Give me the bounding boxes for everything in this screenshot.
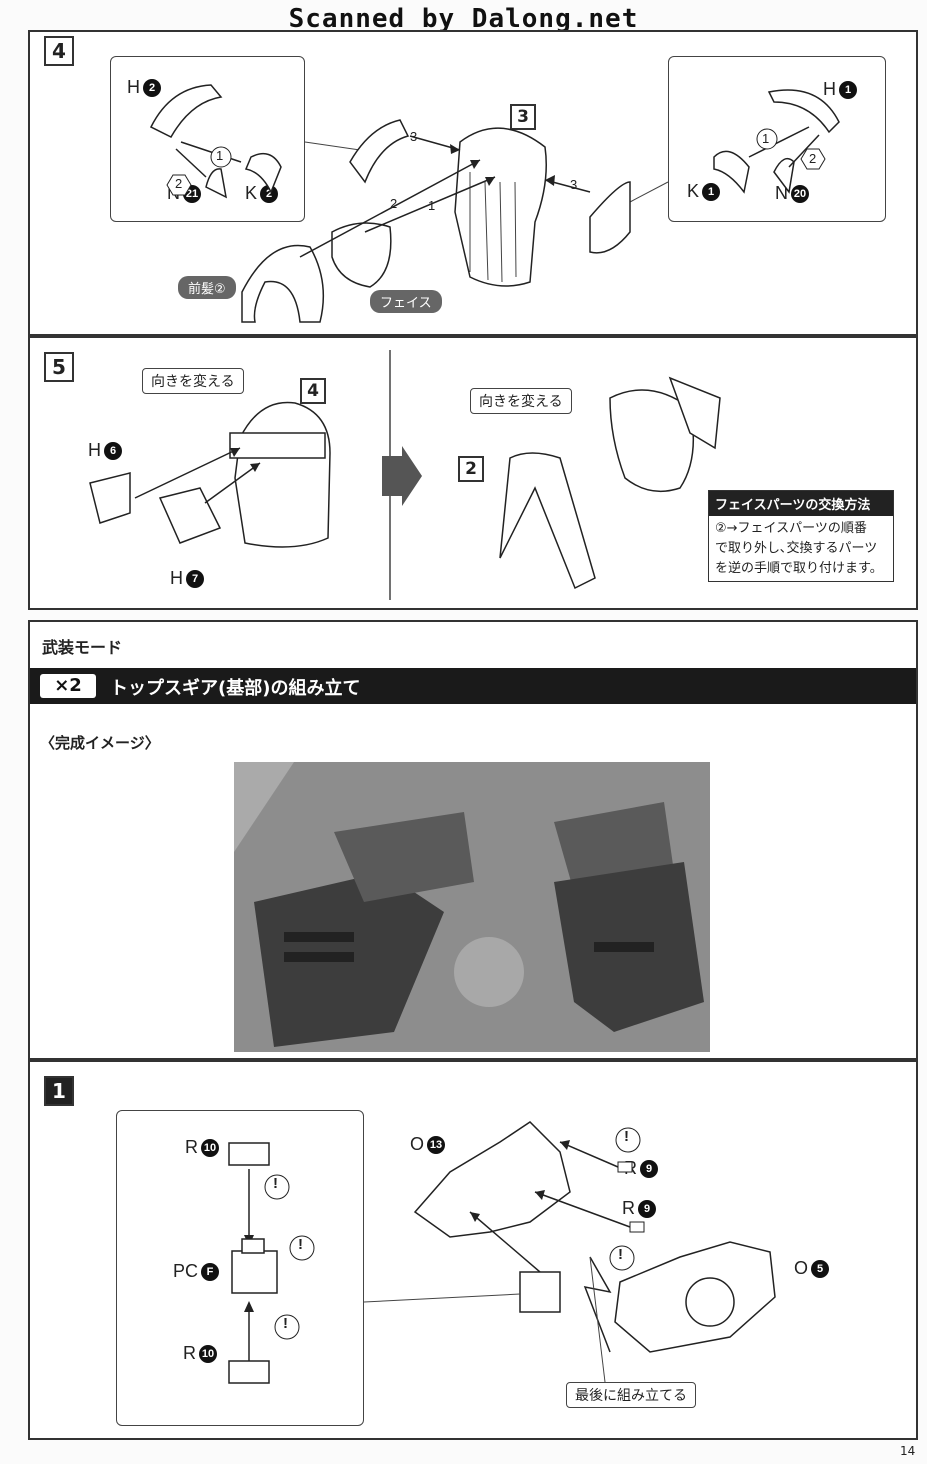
arrow-label-3-right: 3 — [570, 177, 578, 192]
face-parts-info-box: フェイスパーツの交換方法 ②→フェイスパーツの順番 で取り外し､交換するパーツ … — [708, 490, 894, 582]
warn-icon: ! — [283, 1315, 288, 1332]
warn-icon: ! — [298, 1236, 303, 1253]
seq-1-label: 1 — [216, 148, 224, 163]
mode-title: 武装モード — [42, 638, 123, 657]
step5-drawing — [89, 350, 721, 600]
callout-change-direction-right: 向きを変える — [470, 388, 572, 414]
ref-step-2: 2 — [458, 456, 484, 482]
image-label: 〈完成イメージ〉 — [40, 734, 160, 752]
pc-f-drawing — [228, 1142, 315, 1384]
seq-2-label: 2 — [175, 176, 183, 191]
count-badge: ×2 — [40, 674, 96, 698]
info-line: を逆の手順で取り付けます。 — [715, 561, 883, 576]
step4-main-drawing — [241, 119, 669, 323]
section-title-bar: ×2 トップスギア(基部)の組み立て — [30, 668, 916, 704]
arrow-label-3-left: 3 — [410, 129, 418, 144]
completed-image-photo — [234, 762, 710, 1052]
step-4-panel: 4 H2 N21 K2 1 2 H1 K1 N20 1 — [28, 30, 918, 336]
info-body: ②→フェイスパーツの順番 で取り外し､交換するパーツ を逆の手順で取り付けます。 — [709, 516, 893, 582]
ref-step-3: 3 — [510, 104, 536, 130]
armed-mode-panel: 武装モード ×2 トップスギア(基部)の組み立て 〈完成イメージ〉 — [28, 620, 918, 1060]
callout-change-direction-left: 向きを変える — [142, 368, 244, 394]
left-detail-inset: H2 N21 K2 1 2 — [110, 56, 305, 222]
tag-bangs: 前髪② — [178, 276, 236, 299]
seq-1-label: 1 — [762, 131, 770, 146]
info-line: で取り外し､交換するパーツ — [715, 541, 878, 556]
section-title: トップスギア(基部)の組み立て — [110, 678, 361, 699]
left-inset-drawing — [149, 84, 282, 199]
step-1-panel: 1 R10 PCF R10 ! ! ! O13 R9 R9 O5 — [28, 1060, 918, 1440]
right-inset-drawing — [713, 89, 840, 194]
warn-icon: ! — [618, 1246, 623, 1263]
info-line: ②→フェイスパーツの順番 — [715, 521, 867, 536]
warn-icon: ! — [273, 1175, 278, 1192]
seq-2-label: 2 — [809, 151, 817, 166]
arrow-label-1: 1 — [428, 198, 436, 213]
step1-main-drawing — [363, 1121, 776, 1383]
photo-drawing — [234, 762, 710, 1052]
tag-face: フェイス — [370, 290, 442, 313]
arrow-label-2: 2 — [390, 196, 398, 211]
step-number: 4 — [44, 36, 74, 66]
step-number: 5 — [44, 352, 74, 382]
callout-assemble-last: 最後に組み立てる — [566, 1382, 696, 1408]
info-title: フェイスパーツの交換方法 — [709, 491, 893, 516]
scan-credit: Scanned by Dalong.net — [288, 4, 639, 34]
step-number: 1 — [44, 1076, 74, 1106]
warn-icon: ! — [624, 1128, 629, 1145]
page-number: 14 — [900, 1444, 916, 1458]
ref-step-4: 4 — [300, 378, 326, 404]
